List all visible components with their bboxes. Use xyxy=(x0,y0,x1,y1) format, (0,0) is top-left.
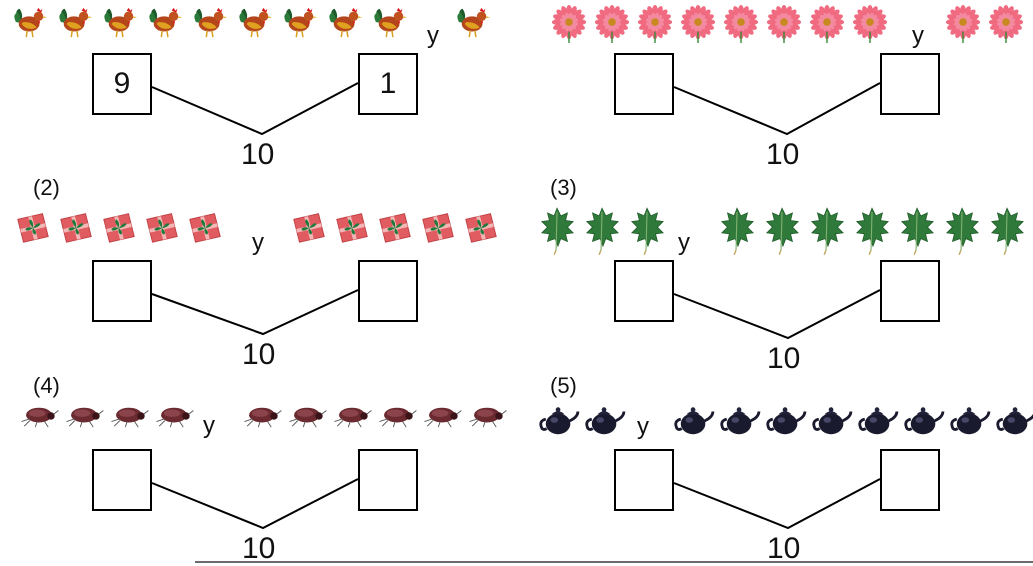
beetle-icon xyxy=(153,404,195,433)
right-answer-box[interactable] xyxy=(358,449,418,511)
conjunction-label: y xyxy=(678,229,690,256)
flower-icon xyxy=(944,5,982,48)
flower-icon xyxy=(593,5,631,48)
gift-icon xyxy=(14,208,52,251)
conjunction-label: y xyxy=(203,412,215,439)
beetle-icon xyxy=(466,404,508,433)
beetle-icon xyxy=(331,404,373,433)
rooster-icon xyxy=(57,5,95,44)
rooster-icon xyxy=(102,5,140,44)
rooster-icon xyxy=(372,5,410,44)
leaf-icon xyxy=(718,206,756,261)
total-number: 10 xyxy=(766,138,800,171)
left-answer-box[interactable] xyxy=(614,449,674,511)
leaf-icon xyxy=(898,206,936,261)
gift-icon xyxy=(143,208,181,251)
flower-icon xyxy=(851,5,889,48)
gift-icon xyxy=(462,208,500,251)
leaf-icon xyxy=(763,206,801,261)
teapot-icon xyxy=(995,404,1033,443)
conjunction-label: y xyxy=(912,22,924,49)
total-number: 10 xyxy=(767,342,801,375)
teapot-icon xyxy=(719,404,761,443)
beetle-icon xyxy=(108,404,150,433)
teapot-icon xyxy=(584,404,626,443)
rooster-icon xyxy=(237,5,275,44)
gift-icon xyxy=(186,208,224,251)
gift-icon xyxy=(57,208,95,251)
beetle-icon xyxy=(18,404,60,433)
right-answer-box[interactable] xyxy=(880,260,940,322)
leaf-icon xyxy=(988,206,1026,261)
leaf-icon xyxy=(853,206,891,261)
teapot-icon xyxy=(857,404,899,443)
beetle-icon xyxy=(241,404,283,433)
left-answer-box[interactable] xyxy=(614,53,674,115)
gift-icon xyxy=(100,208,138,251)
left-answer-box[interactable] xyxy=(92,449,152,511)
right-answer-box[interactable] xyxy=(880,53,940,115)
number-bond-line xyxy=(151,478,359,530)
teapot-icon xyxy=(673,404,715,443)
conjunction-label: y xyxy=(637,413,649,440)
leaf-icon xyxy=(943,206,981,261)
right-answer-box[interactable]: 1 xyxy=(358,53,418,115)
flower-icon xyxy=(636,5,674,48)
problem-number: (2) xyxy=(33,175,60,200)
gift-icon xyxy=(419,208,457,251)
beetle-icon xyxy=(63,404,105,433)
flower-icon xyxy=(765,5,803,48)
rooster-icon xyxy=(192,5,230,44)
teapot-icon xyxy=(765,404,807,443)
leaf-icon xyxy=(538,206,576,261)
rooster-icon xyxy=(12,5,50,44)
flower-icon xyxy=(679,5,717,48)
rooster-icon xyxy=(147,5,185,44)
number-bond-line xyxy=(673,289,881,340)
gift-icon xyxy=(376,208,414,251)
flower-icon xyxy=(987,5,1025,48)
beetle-icon xyxy=(421,404,463,433)
total-number: 10 xyxy=(241,138,275,171)
conjunction-label: y xyxy=(427,22,439,49)
total-number: 10 xyxy=(767,532,801,565)
gift-icon xyxy=(333,208,371,251)
beetle-icon xyxy=(286,404,328,433)
rooster-icon xyxy=(282,5,320,44)
teapot-icon xyxy=(811,404,853,443)
teapot-icon xyxy=(538,404,580,443)
teapot-icon xyxy=(903,404,945,443)
gift-icon xyxy=(290,208,328,251)
right-answer-box[interactable] xyxy=(358,260,418,322)
flower-icon xyxy=(550,5,588,48)
leaf-icon xyxy=(583,206,621,261)
bottom-rule xyxy=(195,561,1033,563)
total-number: 10 xyxy=(242,532,276,565)
number-bond-line xyxy=(673,478,881,530)
teapot-icon xyxy=(949,404,991,443)
number-bond-line xyxy=(673,82,881,136)
left-answer-box[interactable] xyxy=(92,260,152,322)
problem-number: (5) xyxy=(550,373,577,398)
left-answer-box[interactable] xyxy=(614,260,674,322)
flower-icon xyxy=(808,5,846,48)
problem-number: (3) xyxy=(550,175,577,200)
right-answer-box[interactable] xyxy=(880,449,940,511)
leaf-icon xyxy=(628,206,666,261)
rooster-icon xyxy=(327,5,365,44)
conjunction-label: y xyxy=(252,229,264,256)
number-bond-line xyxy=(151,82,359,136)
rooster-icon xyxy=(455,5,493,44)
leaf-icon xyxy=(808,206,846,261)
left-answer-box[interactable]: 9 xyxy=(92,53,152,115)
problem-number: (4) xyxy=(33,373,60,398)
number-bond-line xyxy=(151,289,359,336)
total-number: 10 xyxy=(242,338,276,371)
beetle-icon xyxy=(376,404,418,433)
flower-icon xyxy=(722,5,760,48)
